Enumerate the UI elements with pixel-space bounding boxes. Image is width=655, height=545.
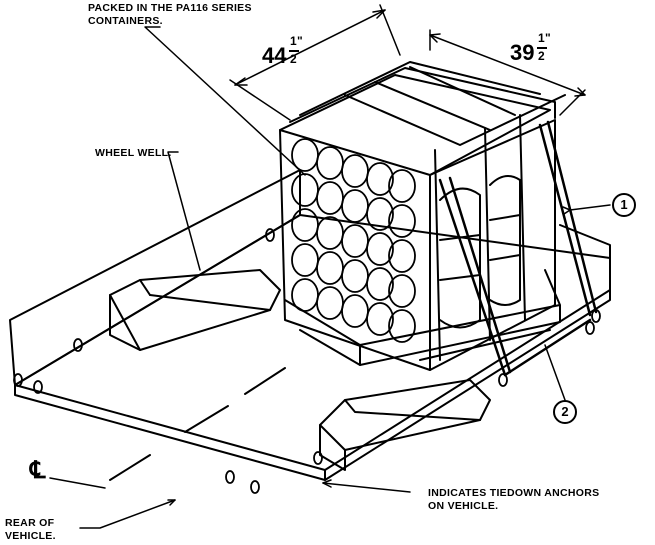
callout-1: 1 xyxy=(620,197,628,212)
tiedown-label-line2: ON VEHICLE. xyxy=(428,500,499,512)
width-dimension-unit: " xyxy=(297,34,303,48)
depth-dimension-whole: 39 xyxy=(510,40,535,65)
tiedown-anchors xyxy=(13,228,601,494)
width-dimension-numerator: 1 xyxy=(290,34,297,48)
width-dimension-whole: 44 xyxy=(262,43,287,68)
tiedown-straps xyxy=(438,120,598,377)
depth-dimension-denominator: 2 xyxy=(538,49,545,63)
depth-dimension-unit: " xyxy=(545,31,551,45)
wheel-well-left xyxy=(109,269,281,351)
container-ends xyxy=(291,138,416,343)
callout-2: 2 xyxy=(561,404,569,419)
wheel-well-label: WHEEL WELL. xyxy=(95,147,172,159)
depth-fraction-bar xyxy=(537,47,547,49)
containers-label-line2: CONTAINERS. xyxy=(88,15,163,27)
truck-bed-side-wall xyxy=(9,169,301,386)
rear-label-line1: REAR OF xyxy=(5,517,55,529)
callout-1-circle xyxy=(612,193,636,217)
rear-label-line2: VEHICLE. xyxy=(5,530,56,542)
tiedown-label-line1: INDICATES TIEDOWN ANCHORS xyxy=(428,487,600,499)
width-fraction-bar xyxy=(289,50,299,52)
wheel-well-right xyxy=(319,379,491,471)
centerline-symbol: ℄ xyxy=(30,457,46,484)
dimension-lines xyxy=(229,4,586,121)
width-dimension-denominator: 2 xyxy=(290,52,297,66)
containers-label-line1: PACKED IN THE PA116 SERIES xyxy=(88,2,252,14)
callout-2-circle xyxy=(553,400,577,424)
truck-bed-rear-sill xyxy=(14,384,326,481)
leader-lines xyxy=(49,26,611,529)
pallet-base xyxy=(284,269,561,366)
centerline-dashes xyxy=(109,367,286,481)
depth-dimension-numerator: 1 xyxy=(538,31,545,45)
